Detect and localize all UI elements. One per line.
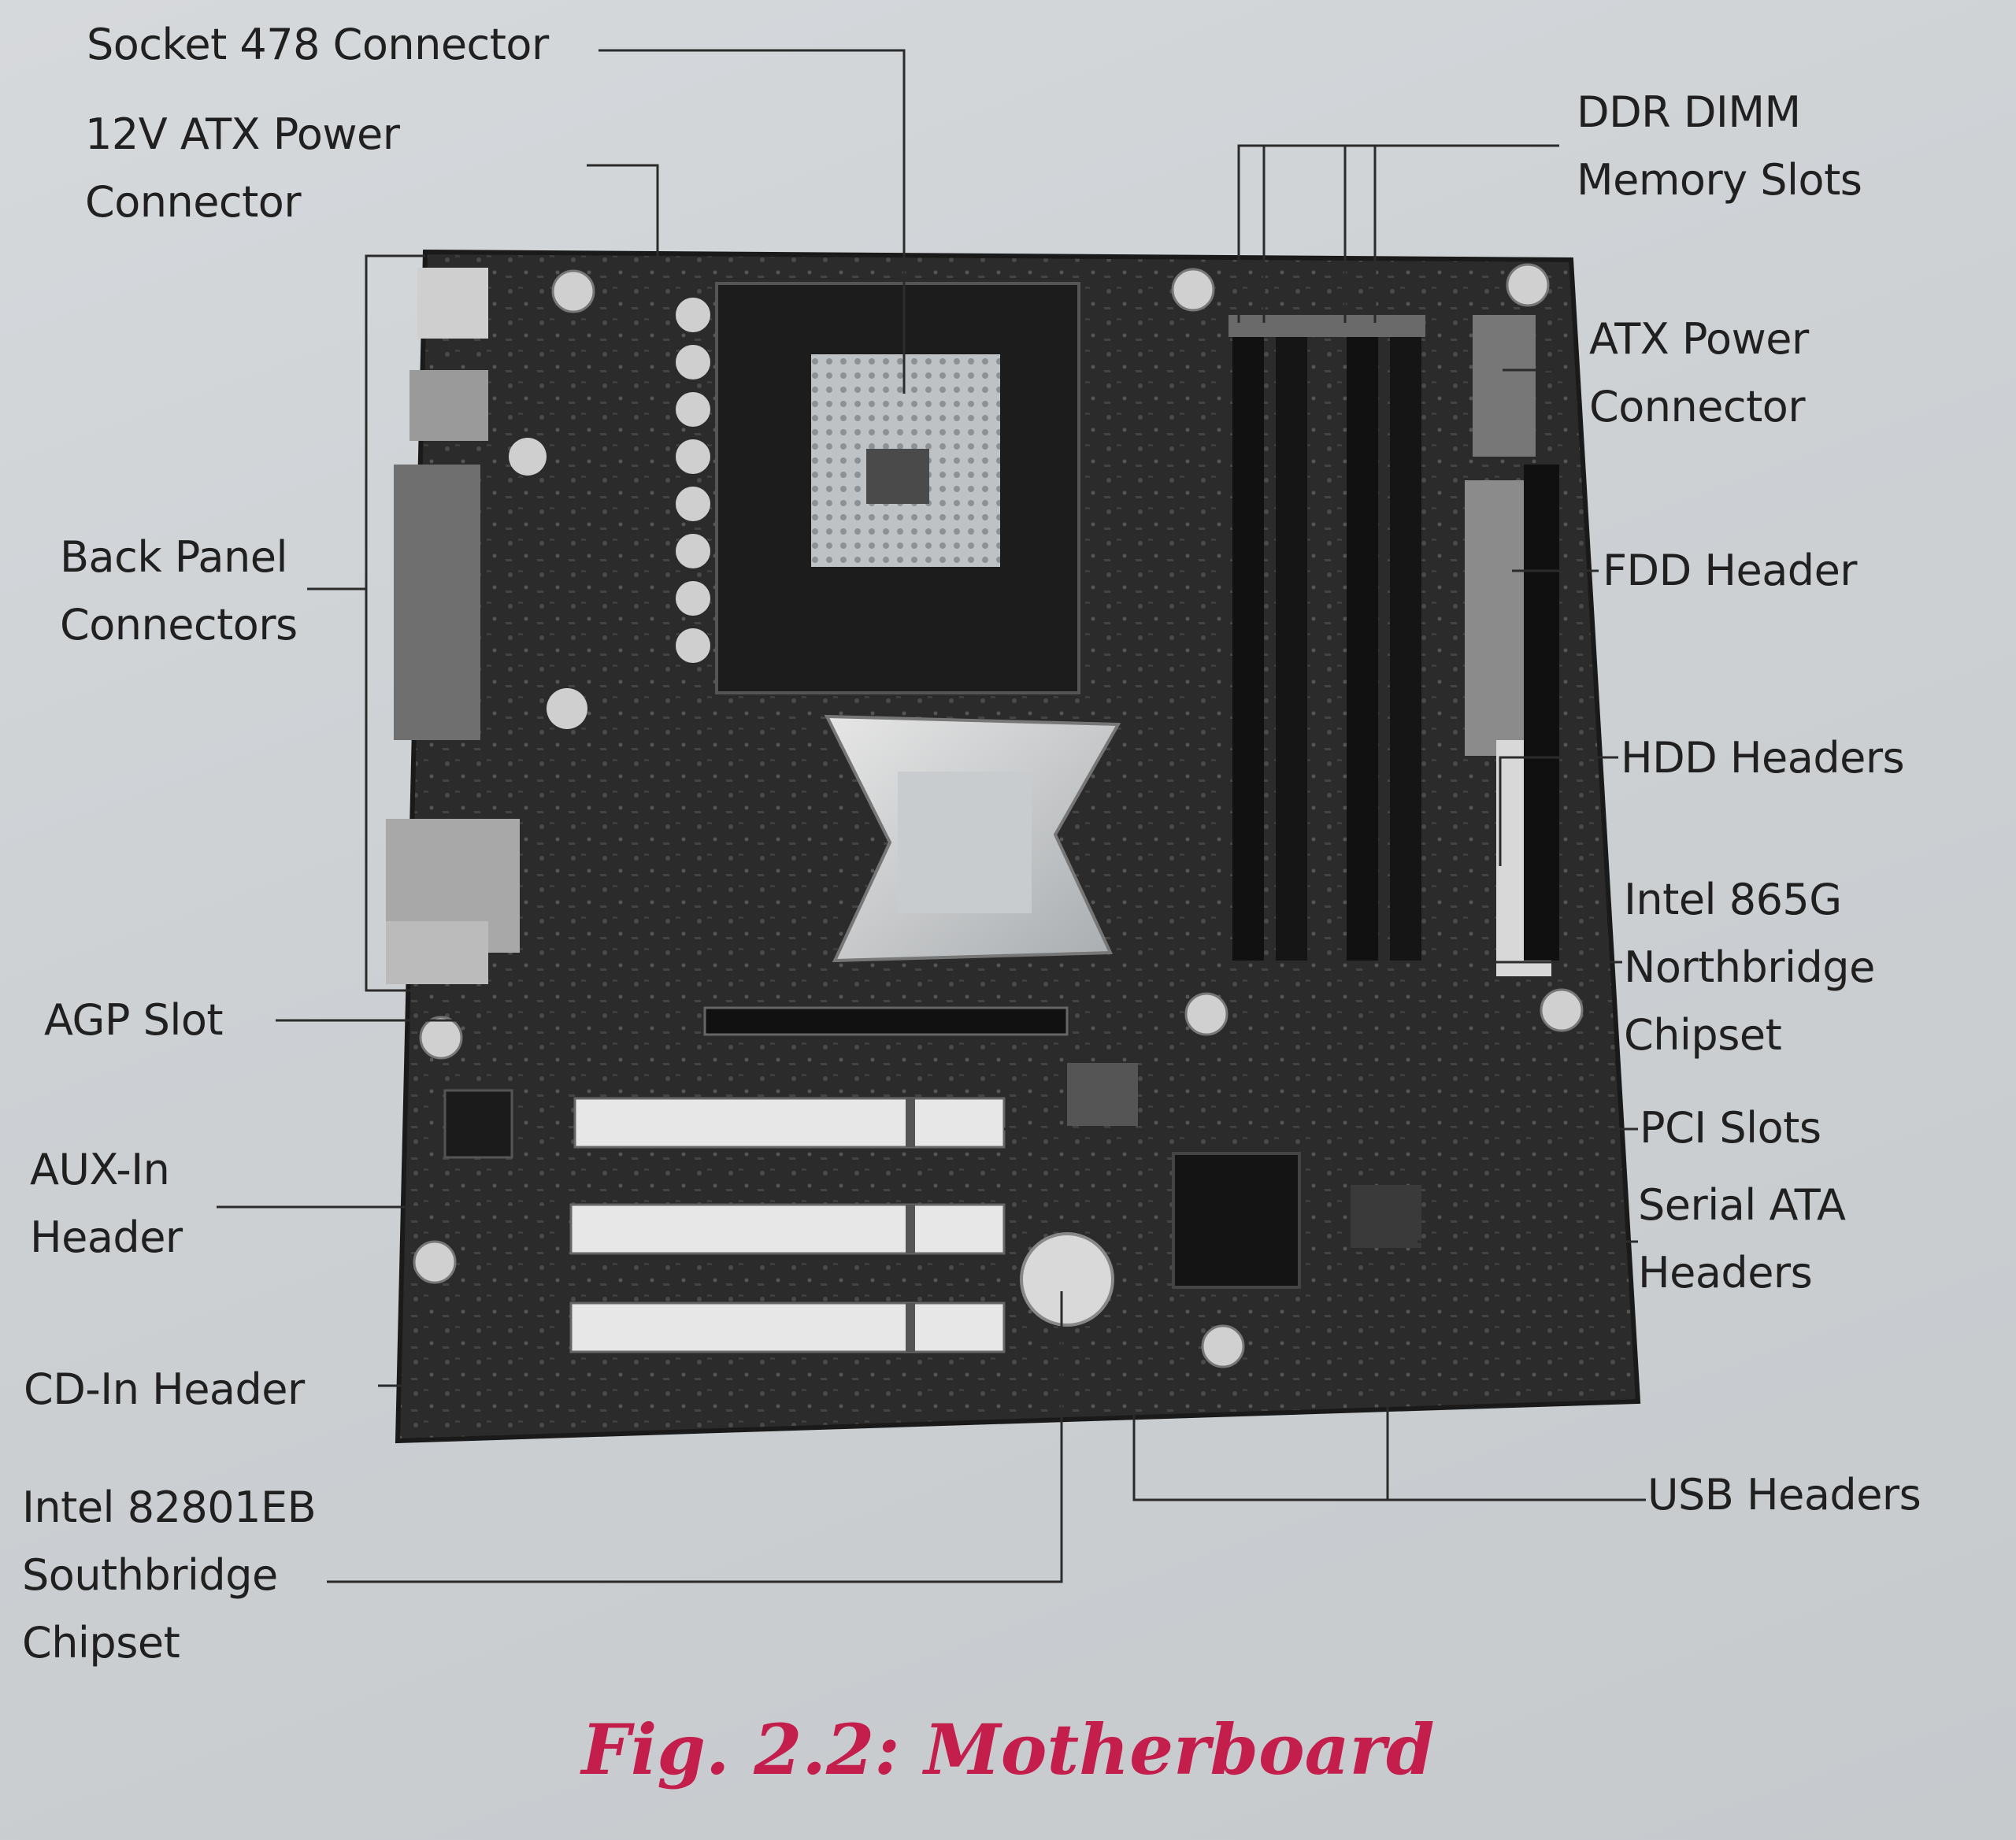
mounting-holes — [413, 263, 1584, 1368]
label-fdd-header: FDD Header — [1603, 546, 1858, 595]
label-pci-slots: PCI Slots — [1640, 1103, 1821, 1153]
pci-slots — [569, 1097, 1006, 1353]
northbridge-heatsink — [824, 714, 1121, 963]
label-southbridge-chipset: Intel 82801EB Southbridge Chipset — [22, 1483, 317, 1668]
figure-caption: Fig. 2.2: Motherboard — [581, 1709, 1435, 1790]
capacitors — [509, 298, 710, 729]
label-agp-slot: AGP Slot — [44, 995, 224, 1045]
label-northbridge-chipset: Intel 865G Northbridge Chipset — [1624, 875, 1875, 1060]
label-atx-power-connector: ATX Power Connector — [1589, 314, 1809, 431]
board-chips — [443, 1063, 1421, 1289]
label-ddr-dimm-memory-slots: DDR DIMM Memory Slots — [1577, 87, 1862, 205]
dimm-slots — [1228, 315, 1425, 961]
label-hdd-headers: HDD Headers — [1621, 733, 1905, 783]
label-socket-478-connector: Socket 478 Connector — [87, 20, 549, 69]
drive-connectors — [1465, 315, 1559, 976]
label-cd-in-header: CD-In Header — [24, 1364, 305, 1414]
label-back-panel-connectors: Back Panel Connectors — [60, 532, 298, 650]
label-aux-in-header: AUX-In Header — [30, 1145, 183, 1262]
agp-slot — [703, 1006, 1069, 1036]
label-12v-atx-power-connector: 12V ATX Power Connector — [85, 109, 400, 227]
cpu-socket — [715, 282, 1080, 694]
back-panel-io — [386, 268, 520, 984]
cmos-battery — [1020, 1232, 1114, 1327]
label-usb-headers: USB Headers — [1647, 1470, 1922, 1520]
label-serial-ata-headers: Serial ATA Headers — [1638, 1180, 1846, 1298]
leader-lines — [217, 49, 1646, 1583]
